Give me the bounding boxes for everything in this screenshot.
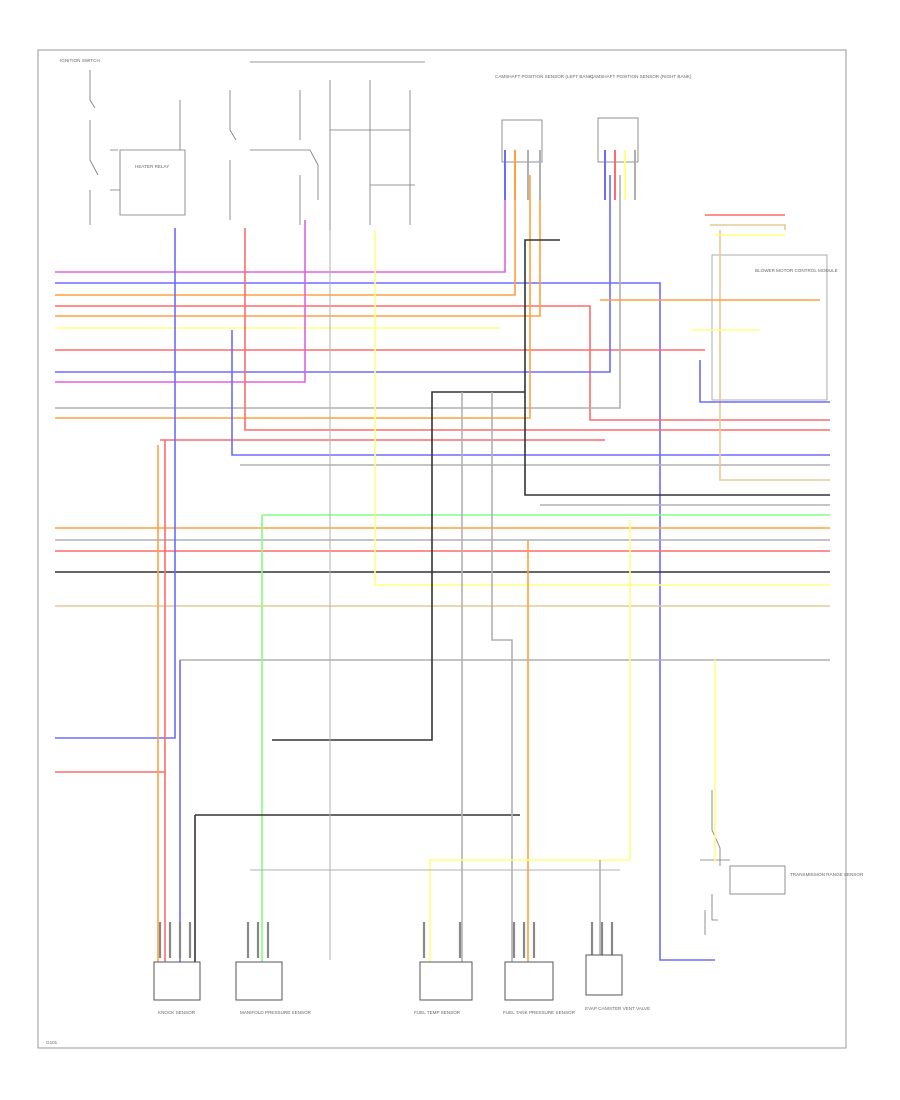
wire-gray-7 [491,392,513,965]
wire-violet-2 [55,220,306,383]
wire-gray-1 [55,175,621,409]
right-module-label: BLOWER MOTOR CONTROL MODULE [755,268,838,273]
ignition-switch-cluster [89,61,425,230]
bottom-2-label: MANIFOLD PRESSURE SENSOR [240,1010,312,1015]
diagram-frame [37,49,847,1049]
wire-red-6 [55,771,166,965]
wire-tan-3 [710,224,786,230]
wire-blue-4 [55,228,176,739]
wire-yellow-2 [374,230,830,586]
wire-blue-2 [55,175,611,373]
wire-blue-3 [231,330,830,456]
wire-tan-1 [719,230,830,481]
fuel-temp-sensor-box [419,961,473,1001]
wire-yellow-5 [429,520,631,965]
cam-sensor-left-label: CAMSHAFT POSITION SENSOR (LEFT BANK) [495,74,594,79]
wire-blue-5 [699,360,830,403]
wire-orange-3 [55,175,531,419]
lower-right-module-box [729,865,786,895]
knock-sensor-box [153,961,201,1001]
bottom-components [153,954,623,1001]
wire-harness [55,150,830,965]
wire-black-3 [272,391,525,741]
wire-blue-1 [55,282,715,961]
bottom-4-label: FUEL TANK PRESSURE SENSOR [503,1010,576,1015]
manifold-pressure-sensor-box [235,961,283,1001]
wire-red-1 [55,305,830,421]
wire-red-3 [244,228,830,431]
lower-right-module-wiring [700,790,730,935]
lower-right-module-label: TRANSMISSION RANGE SENSOR [790,872,864,877]
bottom-3-label: FUEL TEMP SENSOR [414,1010,461,1015]
fuel-tank-pressure-sensor-box [504,961,554,1001]
wire-violet-1 [55,175,506,273]
ground-label: G101 [46,1040,58,1045]
bottom-1-label: KNOCK SENSOR [158,1010,196,1015]
evap-vent-valve-box [585,954,623,996]
heater-relay-label: HEATER RELAY [135,164,169,169]
wire-orange-2 [55,175,541,317]
cam-sensor-left-block [501,119,543,163]
wire-black-1 [524,239,830,496]
right-module-box [711,254,828,401]
wire-orange-1 [55,175,516,296]
cam-sensor-right-block [597,117,639,163]
bottom-5-label: EVAP CANISTER VENT VALVE [585,1006,650,1011]
ignition-switch-label: IGNITION SWITCH [60,58,100,63]
cam-sensor-right-label: CAMSHAFT POSITION SENSOR (RIGHT BANK) [590,74,692,79]
